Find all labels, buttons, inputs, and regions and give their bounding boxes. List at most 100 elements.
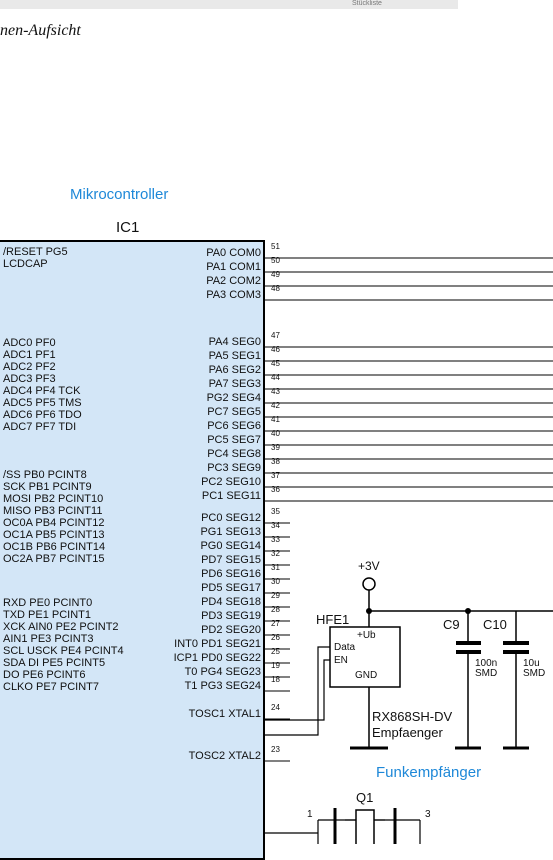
ic-right-pin-label: PA4 SEG0	[208, 336, 261, 348]
ic-right-pin-label: ICP1 PD0 SEG22	[173, 652, 261, 664]
ic-pin-number: 51	[271, 242, 280, 251]
ic-right-pin-label: PA7 SEG3	[208, 378, 261, 390]
c10-value: 10u	[523, 658, 540, 669]
ic-right-pin-label: INT0 PD1 SEG21	[174, 638, 261, 650]
ic-body	[0, 240, 265, 860]
ic-left-pin-label: SCL USCK PE4 PCINT4	[3, 645, 124, 657]
ic-right-pin-label: TOSC1 XTAL1	[188, 708, 261, 720]
ic-pin-number: 35	[271, 507, 280, 516]
ic-left-pin-label: CLKO PE7 PCINT7	[3, 681, 99, 693]
ic-left-pin-label: /RESET PG5	[3, 246, 68, 258]
ic-left-pin-label: ADC7 PF7 TDI	[3, 421, 77, 433]
ic-left-pin-label: RXD PE0 PCINT0	[3, 597, 93, 609]
ic-left-pin-label: LCDCAP	[3, 258, 48, 270]
c9-name: C9	[443, 617, 460, 632]
ic-right-pin-label: PA3 COM3	[206, 289, 261, 301]
receiver-title: Funkempfänger	[376, 764, 482, 781]
ic-pin-number: 28	[271, 605, 280, 614]
ic-pin-number: 24	[271, 703, 280, 712]
ic-name: IC1	[116, 219, 140, 236]
module-pin-data: Data	[334, 642, 356, 653]
ic-right-pin-label: PG1 SEG13	[200, 526, 261, 538]
ic-left-pin-label: ADC6 PF6 TDO	[3, 409, 82, 421]
ic-pin-number: 36	[271, 485, 280, 494]
ic-left-pin-label: ADC3 PF3	[3, 373, 56, 385]
ic-pin-number: 42	[271, 401, 280, 410]
ic-left-pin-label: MISO PB3 PCINT11	[3, 505, 103, 517]
ic-pin-number: 26	[271, 633, 280, 642]
module-pin-gnd: GND	[355, 670, 378, 681]
crystal-name: Q1	[356, 790, 374, 805]
ic-right-pin-label: T1 PG3 SEG24	[184, 680, 261, 692]
crystal-body	[355, 809, 375, 844]
ic-right-pin-label: PD3 SEG19	[201, 610, 261, 622]
ic-right-pin-label: PC1 SEG11	[201, 490, 261, 502]
ic-pin-number: 34	[271, 521, 280, 530]
ic-left-pin-label: /SS PB0 PCINT8	[3, 469, 87, 481]
ic-right-pin-label: PC0 SEG12	[201, 512, 261, 524]
ic-pin-number: 32	[271, 549, 280, 558]
ic-right-pin-label: PA0 COM0	[206, 247, 261, 259]
ic-right-pin-label: PC6 SEG6	[207, 420, 261, 432]
ic-right-pin-label: PG2 SEG4	[206, 392, 261, 404]
crystal-pin3: 3	[425, 809, 431, 820]
ic-left-pin-label: ADC0 PF0	[3, 337, 56, 349]
ic-right-pin-label: PC2 SEG10	[201, 476, 261, 488]
ic-right-pin-label: PC3 SEG9	[207, 462, 261, 474]
ic-right-pin-label: TOSC2 XTAL2	[188, 750, 261, 762]
ic-right-pin-label: PA5 SEG1	[208, 350, 261, 362]
ic-right-pin-label: PD6 SEG16	[201, 568, 261, 580]
ic-pin-number: 39	[271, 443, 280, 452]
module-pin-en: EN	[334, 655, 348, 666]
module-pin-ub: +Ub	[357, 630, 376, 641]
module-name: HFE1	[316, 612, 350, 627]
ic-right-pin-label: PD5 SEG17	[201, 582, 261, 594]
ic-pin-number: 43	[271, 387, 280, 396]
ic-right-pin-label: PD2 SEG20	[201, 624, 261, 636]
ic-pin-number: 37	[271, 471, 280, 480]
ic-pin-number: 31	[271, 563, 280, 572]
ic-left-pin-label: XCK AIN0 PE2 PCINT2	[3, 621, 119, 633]
ic-pin-number: 33	[271, 535, 280, 544]
receiver-module	[329, 626, 401, 688]
ic-left-pin-label: ADC4 PF4 TCK	[3, 385, 81, 397]
ic-right-pin-label: PG0 SEG14	[200, 540, 261, 552]
ic-pin-number: 44	[271, 373, 280, 382]
ic-left-pin-label: SDA DI PE5 PCINT5	[3, 657, 106, 669]
ic-pin-number: 45	[271, 359, 280, 368]
ic-pin-number: 41	[271, 415, 280, 424]
ic-pin-number: 23	[271, 745, 280, 754]
data-wire	[265, 646, 330, 736]
ic-left-pin-label: ADC2 PF2	[3, 361, 56, 373]
ic-right-pin-label: PC4 SEG8	[207, 448, 261, 460]
supply-label: +3V	[358, 559, 380, 573]
top-bar	[0, 0, 458, 9]
ic-left-pin-label: ADC5 PF5 TMS	[3, 397, 82, 409]
pin-lines	[265, 257, 553, 762]
supply-symbol	[362, 577, 376, 591]
ic-pin-number: 48	[271, 284, 280, 293]
ic-left-pin-label: OC1A PB5 PCINT13	[3, 529, 105, 541]
ic-left-pin-label: SCK PB1 PCINT9	[3, 481, 92, 493]
microcontroller-title: Mikrocontroller	[70, 186, 169, 203]
c9-package: SMD	[475, 668, 498, 679]
ic-left-pin-label: OC2A PB7 PCINT15	[3, 553, 105, 565]
ic-right-pin-label: PC7 SEG5	[207, 406, 261, 418]
page-caption: nen-Aufsicht	[0, 22, 81, 39]
ic-right-pin-label: PA1 COM1	[206, 261, 261, 273]
ic-pin-number: 47	[271, 331, 280, 340]
ic-left-pin-label: OC1B PB6 PCINT14	[3, 541, 106, 553]
ic-pin-number: 38	[271, 457, 280, 466]
ic-right-pin-label: PD4 SEG18	[201, 596, 261, 608]
c10-package: SMD	[523, 668, 546, 679]
en-wire	[265, 659, 330, 721]
ic-pin-number: 29	[271, 591, 280, 600]
ic-left-pin-label: AIN1 PE3 PCINT3	[3, 633, 94, 645]
ic-pin-number: 49	[271, 270, 280, 279]
c9-value: 100n	[475, 658, 498, 669]
ic-pin-number: 30	[271, 577, 280, 586]
ic-right-pin-label: PD7 SEG15	[201, 554, 261, 566]
ic-pin-number: 25	[271, 647, 280, 656]
ic-pin-number: 18	[271, 675, 280, 684]
